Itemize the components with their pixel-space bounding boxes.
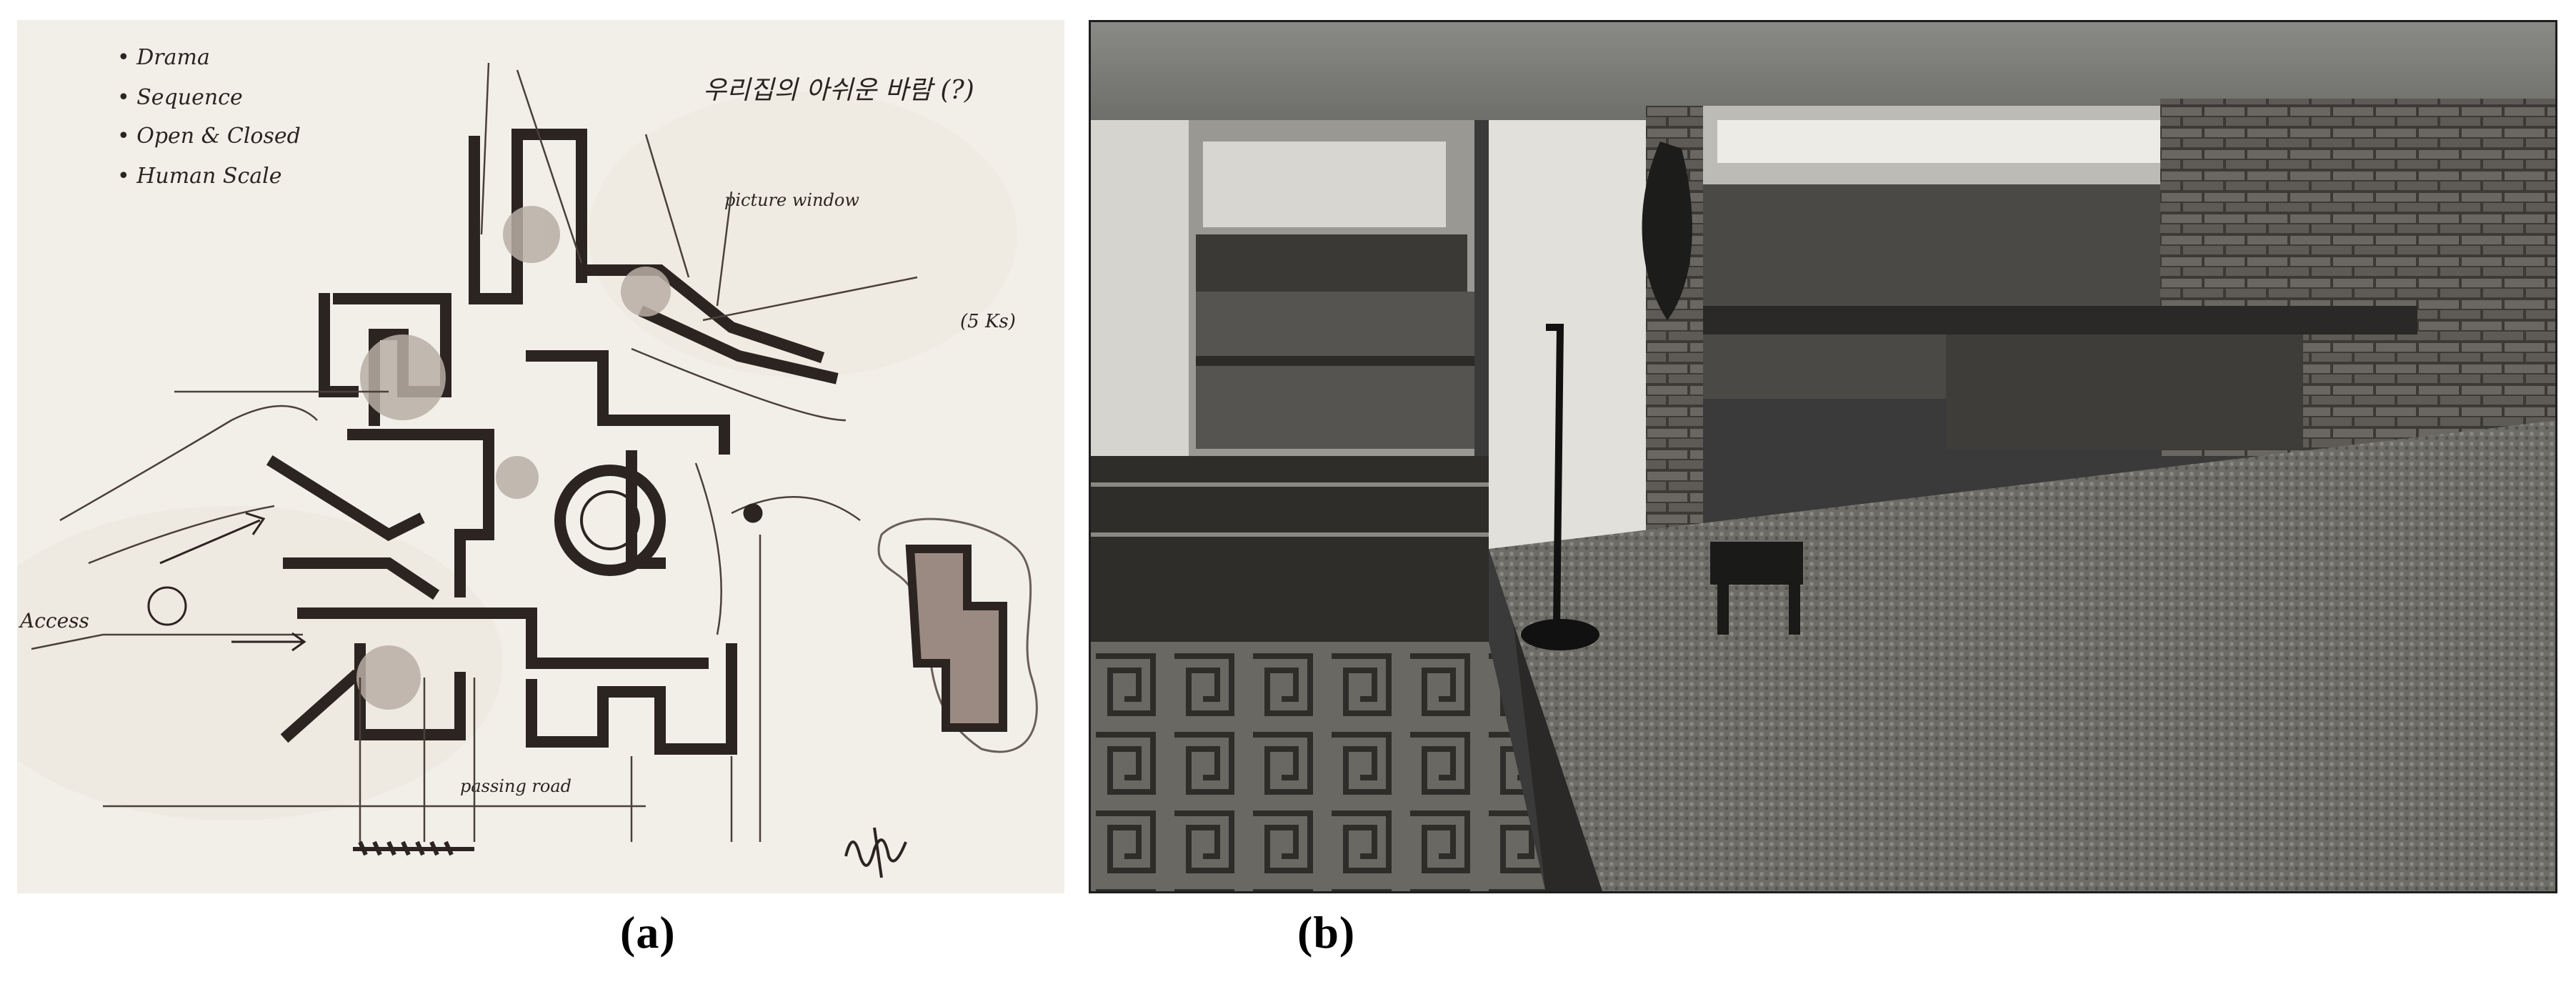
note-picture-window: picture window xyxy=(724,190,859,210)
note-5ks: (5 Ks) xyxy=(960,311,1016,332)
note-passing-road: passing road xyxy=(460,776,571,796)
interior-photo-panel xyxy=(1089,20,2557,893)
note-korean-title: 우리집의 아쉬운 바람 (?) xyxy=(703,76,974,105)
note-human-scale: • Human Scale xyxy=(117,164,282,189)
caption-a: (a) xyxy=(620,907,676,958)
interior-photo xyxy=(1089,20,2557,893)
caption-b: (b) xyxy=(1297,907,1356,958)
note-drama: • Drama xyxy=(117,45,210,70)
note-access: Access xyxy=(18,609,89,633)
note-open-closed: • Open & Closed xyxy=(117,124,301,149)
signature xyxy=(844,827,907,878)
note-sequence: • Sequence xyxy=(117,85,243,110)
sketch-panel: • Drama • Sequence • Open & Closed • Hum… xyxy=(17,20,1064,893)
floor-plan-sketch: • Drama • Sequence • Open & Closed • Hum… xyxy=(17,20,1064,893)
